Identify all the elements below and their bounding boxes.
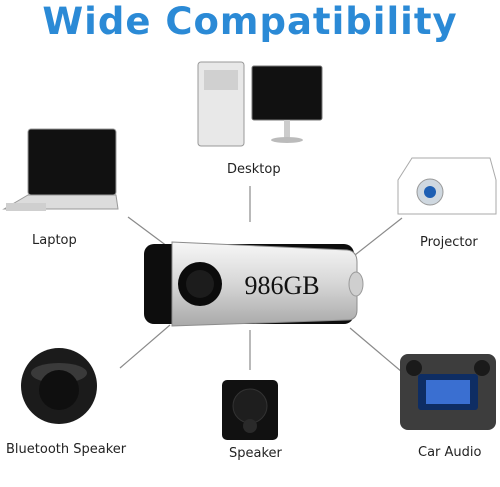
laptop-icon [2, 128, 119, 211]
device-label-bluetooth-speaker: Bluetooth Speaker [6, 442, 127, 457]
page-title: Wide Compatibility [42, 0, 458, 43]
connector-car-audio [349, 327, 403, 373]
drive-capacity-label: 986GB [244, 271, 319, 300]
device-label-projector: Projector [420, 235, 478, 250]
bluetooth-speaker-icon [21, 348, 97, 424]
speaker-icon [222, 380, 278, 440]
car-audio-icon [400, 354, 496, 430]
device-label-desktop: Desktop [227, 162, 281, 177]
device-label-laptop: Laptop [32, 233, 77, 248]
connector-bluetooth-speaker [119, 324, 171, 369]
connector-projector [354, 217, 403, 256]
device-label-speaker: Speaker [229, 446, 282, 461]
projector-icon [397, 157, 497, 215]
desktop-computer-icon [197, 61, 323, 147]
device-label-car-audio: Car Audio [418, 445, 482, 460]
usb-drive-icon: 986GB [144, 241, 364, 327]
